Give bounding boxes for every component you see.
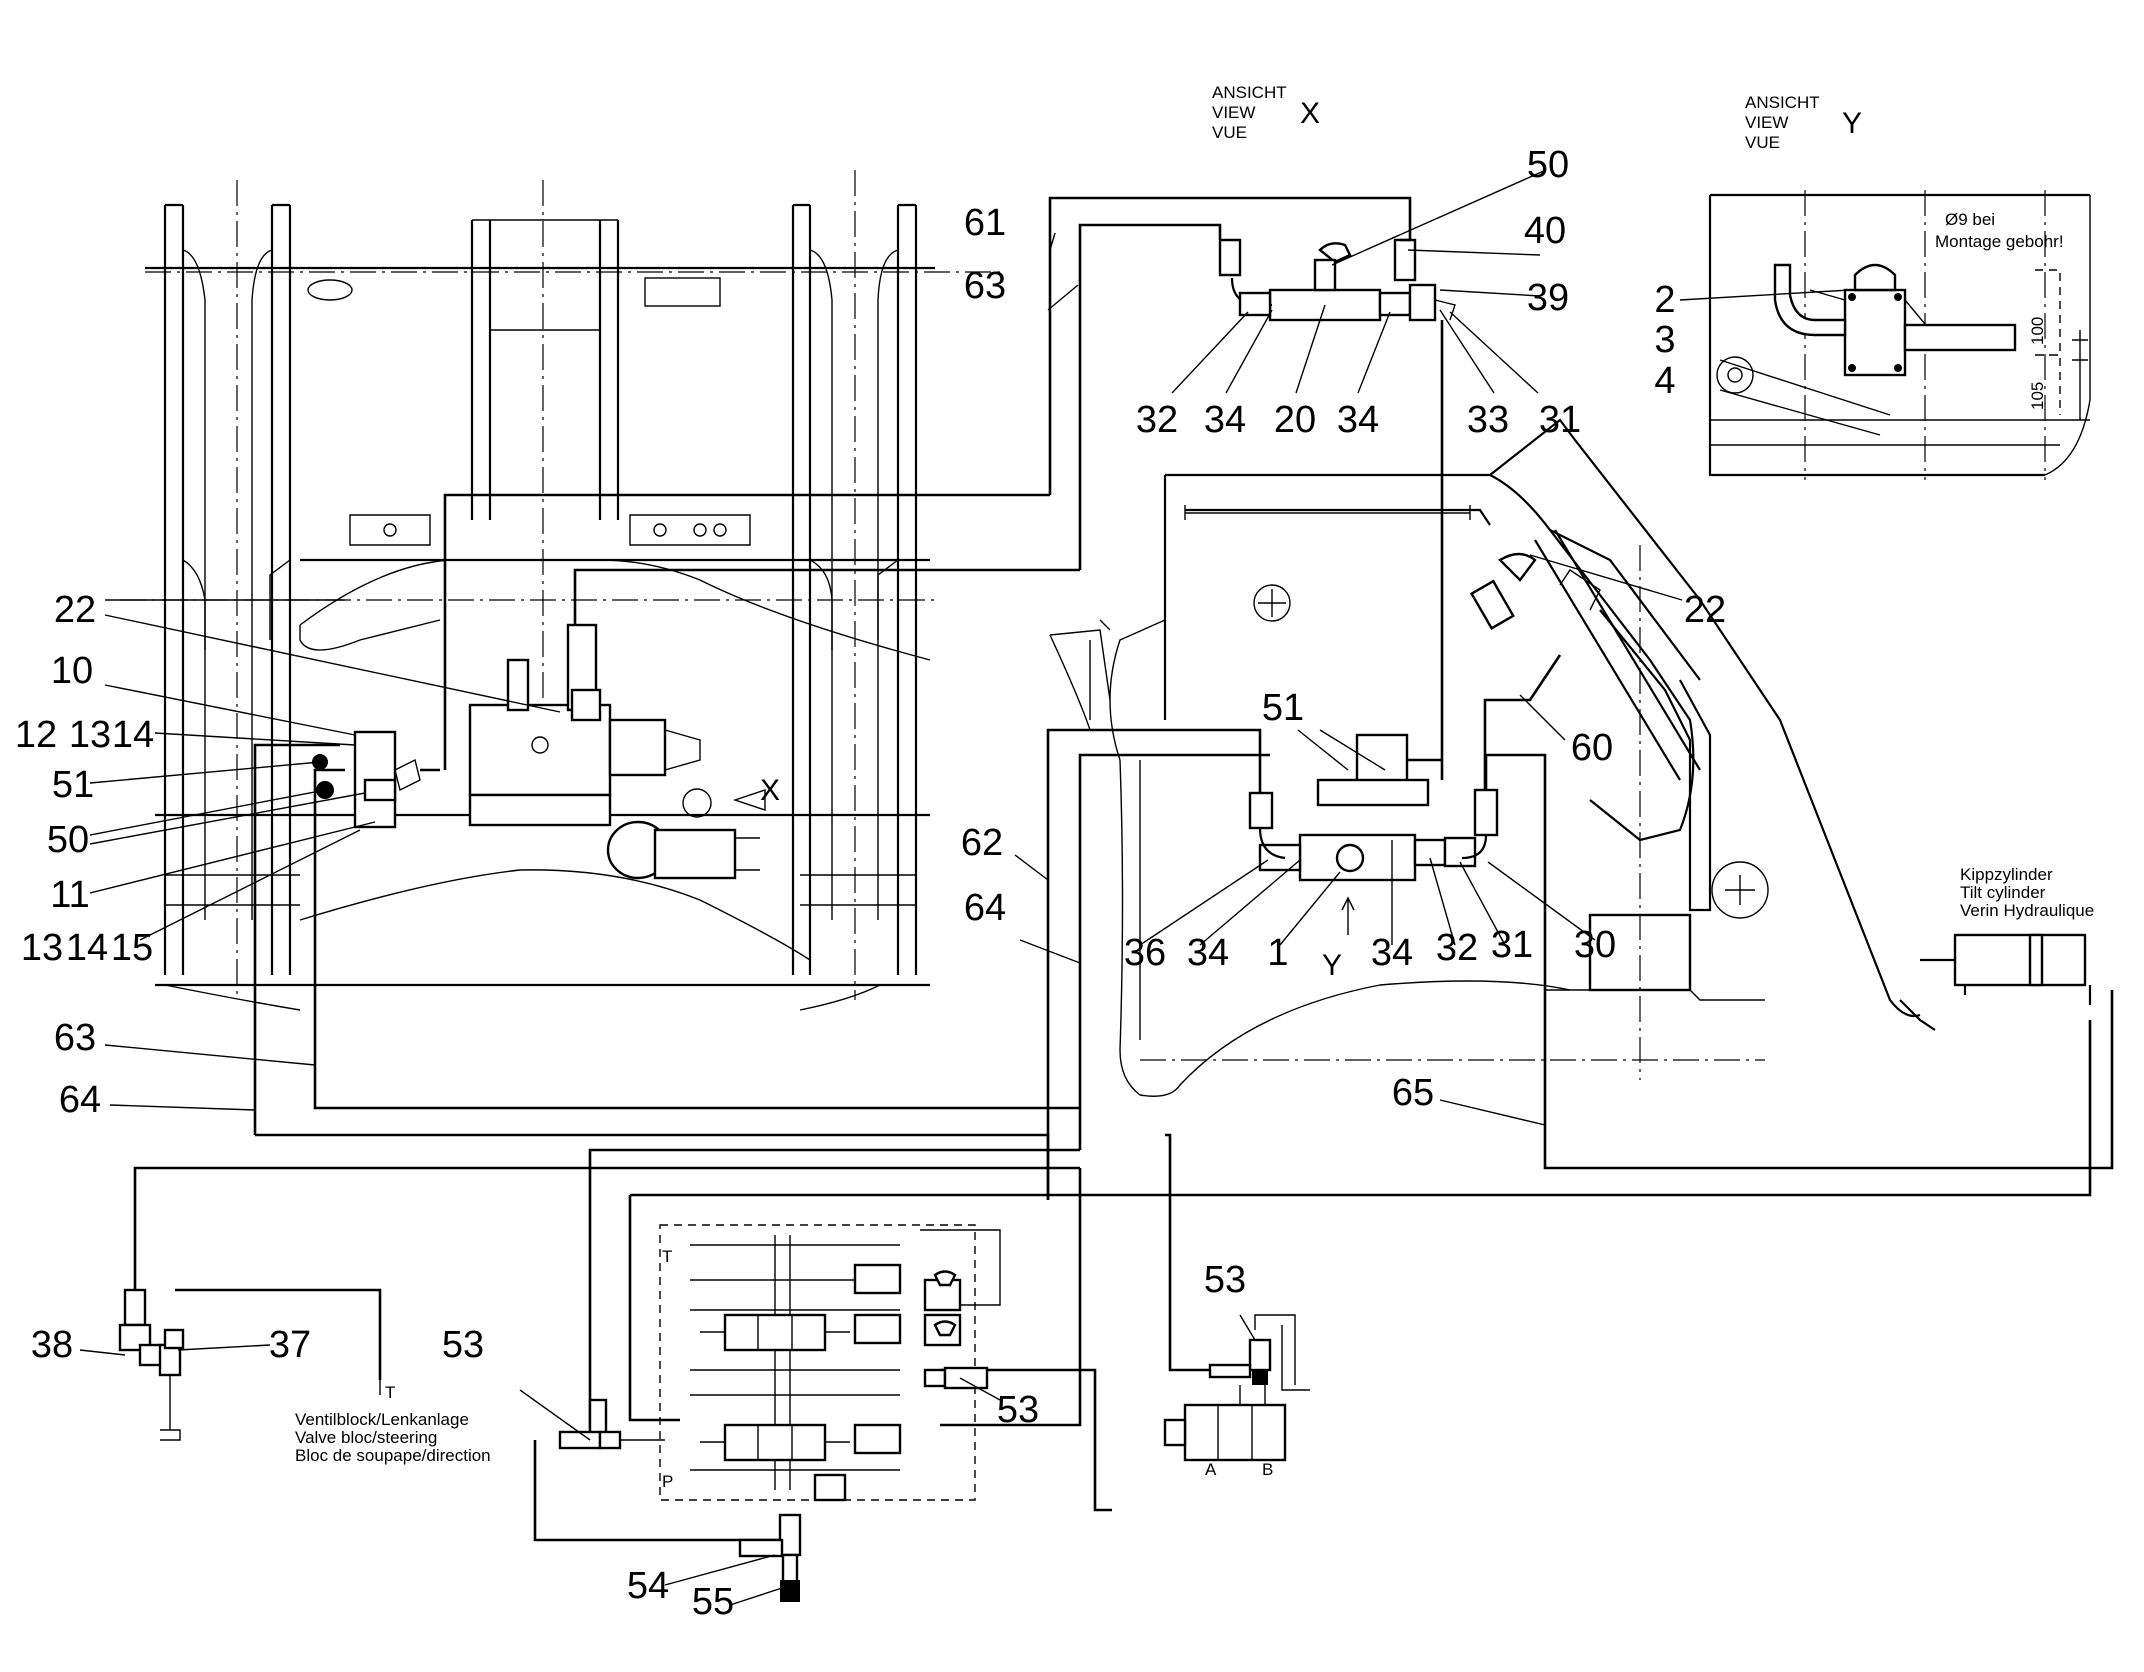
view-y-title: ANSICHT VIEW VUE Y — [1745, 93, 1862, 152]
central-valve-assembly — [468, 623, 766, 880]
callout-34-b: 34 — [1337, 399, 1379, 441]
right-valve-assembly — [1248, 552, 1537, 935]
callout-64-mid: 64 — [964, 887, 1006, 929]
view-y-letter: Y — [1842, 107, 1862, 140]
view-x-line2: VIEW — [1212, 103, 1255, 122]
callout-39: 39 — [1527, 277, 1569, 319]
view-y-detail — [1708, 190, 2091, 480]
drill-note-line2: Montage gebohr! — [1935, 232, 2064, 251]
callout-10: 10 — [51, 650, 93, 692]
callout-22-right: 22 — [1684, 589, 1726, 631]
control-valve-schematic — [558, 1224, 1001, 1602]
leader-lines — [79, 169, 1851, 1606]
callout-61: 61 — [964, 202, 1006, 244]
callout-54: 54 — [627, 1565, 669, 1607]
callout-2: 2 — [1654, 279, 1675, 321]
valve-block-line2: Valve bloc/steering — [295, 1428, 437, 1447]
callout-31-top: 31 — [1539, 399, 1581, 441]
callout-22-left: 22 — [54, 589, 96, 631]
port-b-label: B — [1262, 1460, 1273, 1479]
tilt-cylinder-line2: Tilt cylinder — [1960, 883, 2046, 902]
callout-11: 11 — [50, 874, 89, 916]
callout-20: 20 — [1274, 399, 1316, 441]
callout-36: 36 — [1124, 932, 1166, 974]
right-frame — [1049, 418, 2092, 1097]
callout-32-mid: 32 — [1436, 927, 1478, 969]
callout-53-a: 53 — [442, 1324, 484, 1366]
mast-frame — [120, 170, 1000, 1011]
port-t-schematic-label: T — [662, 1247, 672, 1266]
tilt-cylinder-line1: Kippzylinder — [1960, 865, 2053, 884]
view-y-line1: ANSICHT — [1745, 93, 1820, 112]
callout-53-b: 53 — [1204, 1259, 1246, 1301]
view-x-assembly — [1218, 238, 1456, 322]
port-t-label: T — [385, 1383, 395, 1402]
arrow-x-label: X — [760, 774, 780, 807]
valve-block-caption: Ventilblock/Lenkanlage Valve bloc/steeri… — [295, 1410, 491, 1465]
callout-34-a: 34 — [1204, 399, 1246, 441]
callout-3: 3 — [1654, 319, 1675, 361]
view-y-line3: VUE — [1745, 133, 1780, 152]
steering-fittings — [118, 1288, 381, 1441]
callout-62: 62 — [961, 822, 1003, 864]
port-p-label: P — [662, 1472, 673, 1491]
callout-34-c: 34 — [1187, 932, 1229, 974]
callout-40: 40 — [1524, 210, 1566, 252]
callout-32-top: 32 — [1136, 399, 1178, 441]
callout-55: 55 — [692, 1581, 734, 1623]
callout-50-top: 50 — [1527, 144, 1569, 186]
callout-64-left: 64 — [59, 1079, 101, 1121]
callout-14-b: 14 — [66, 927, 108, 969]
view-x-line3: VUE — [1212, 123, 1247, 142]
port-a-label: A — [1205, 1460, 1217, 1479]
tilt-cylinder-caption: Kippzylinder Tilt cylinder Verin Hydraul… — [1960, 865, 2094, 920]
callout-51-right: 51 — [1262, 687, 1304, 729]
view-x-line1: ANSICHT — [1212, 83, 1287, 102]
callout-34-d: 34 — [1371, 932, 1413, 974]
callout-1: 1 — [1267, 932, 1288, 974]
callout-53-c: 53 — [997, 1389, 1039, 1431]
callout-14-a: 14 — [112, 714, 154, 756]
tilt-cylinder-line3: Verin Hydraulique — [1960, 901, 2094, 920]
valve-block-line1: Ventilblock/Lenkanlage — [295, 1410, 469, 1429]
callout-30: 30 — [1574, 924, 1616, 966]
callout-63-top: 63 — [964, 265, 1006, 307]
view-x-title: ANSICHT VIEW VUE X — [1212, 83, 1320, 142]
arrow-y-label: Y — [1322, 949, 1342, 982]
dimension-100: 100 — [2028, 317, 2047, 345]
callout-38: 38 — [31, 1324, 73, 1366]
callout-60: 60 — [1571, 727, 1613, 769]
pipe-routing — [133, 196, 2114, 1560]
valve-block-line3: Bloc de soupape/direction — [295, 1446, 491, 1465]
callout-65: 65 — [1392, 1072, 1434, 1114]
callout-numbers: 50 61 40 63 39 32 34 20 34 33 31 2 3 4 2… — [15, 144, 1726, 1623]
callout-31-mid: 31 — [1491, 924, 1533, 966]
callout-50-left: 50 — [47, 819, 89, 861]
drill-note: Ø9 bei Montage gebohr! — [1935, 210, 2064, 251]
dimension-105: 105 — [2028, 382, 2047, 410]
directional-valve — [1163, 1314, 1310, 1462]
callout-12: 12 — [15, 714, 57, 756]
callout-15: 15 — [111, 927, 153, 969]
callout-4: 4 — [1654, 360, 1675, 402]
callout-33: 33 — [1467, 399, 1509, 441]
left-valve-block — [312, 730, 440, 829]
callout-13-b: 13 — [21, 927, 63, 969]
view-y-line2: VIEW — [1745, 113, 1788, 132]
view-x-letter: X — [1300, 97, 1320, 130]
callout-13-a: 13 — [69, 714, 111, 756]
callout-37: 37 — [269, 1324, 311, 1366]
callout-51-left: 51 — [52, 764, 94, 806]
callout-63-left: 63 — [54, 1017, 96, 1059]
drill-note-line1: Ø9 bei — [1945, 210, 1995, 229]
